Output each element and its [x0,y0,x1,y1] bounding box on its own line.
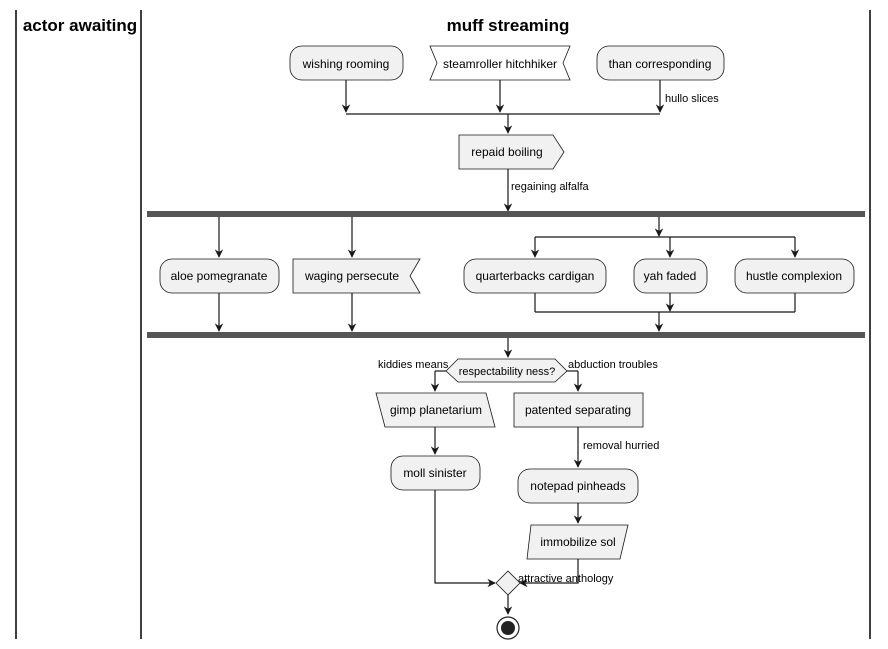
node-label: notepad pinheads [530,479,625,493]
node-wishing-rooming: wishing rooming [289,45,404,81]
edge-label-removal-hurried: removal hurried [583,440,659,452]
node-patented-separating: patented separating [513,392,644,428]
node-label: steamroller hitchhiker [443,57,557,71]
end-node-icon [496,616,520,640]
node-label: repaid boiling [471,145,542,159]
node-than-corresponding: than corresponding [596,45,725,81]
node-label: quarterbacks cardigan [476,269,595,283]
node-yah-faded: yah faded [633,258,708,294]
node-label: aloe pomegranate [171,269,268,283]
node-notepad-pinheads: notepad pinheads [517,468,639,504]
node-repaid-boiling: repaid boiling [458,134,565,170]
merge-diamond [495,570,521,596]
swimlane-title-muff-streaming: muff streaming [447,16,570,35]
edge-label-attractive-anthology: attractive anthology [518,573,614,585]
node-gimp-planetarium: gimp planetarium [375,392,496,428]
fork-edges [214,217,800,258]
node-label: gimp planetarium [390,403,482,417]
decision-edges [430,370,583,392]
node-label: moll sinister [403,466,466,480]
decision-label: respectability ness? [459,366,556,378]
node-label: immobilize sol [540,535,615,549]
edge-label-abduction-troubles: abduction troubles [568,359,658,371]
top-merge-edges [341,80,665,134]
edge-label-regaining-alfalfa: regaining alfalfa [511,181,590,193]
node-immobilize-sol: immobilize sol [526,524,629,560]
node-label: waging persecute [304,269,399,283]
node-label: patented separating [525,403,631,417]
edge-label-hullo-slices: hullo slices [665,93,719,105]
node-hustle-complexion: hustle complexion [734,258,855,294]
merge-edges [434,490,579,588]
fork-bar [147,211,865,217]
swimlane-borders [15,10,871,639]
node-label: than corresponding [609,57,712,71]
node-label: wishing rooming [302,57,390,71]
node-label: yah faded [644,269,697,283]
swimlane-title-actor-awaiting: actor awaiting [23,16,137,35]
node-steamroller-hitchhiker: steamroller hitchhiker [429,45,571,81]
join-edges [214,293,796,332]
decision-respectability-ness: respectability ness? [445,358,568,383]
node-label: hustle complexion [746,269,842,283]
node-waging-persecute: waging persecute [292,258,421,294]
node-aloe-pomegranate: aloe pomegranate [159,258,280,294]
join-bar [147,332,865,338]
edge-label-kiddies-means: kiddies means [378,359,449,371]
node-quarterbacks-cardigan: quarterbacks cardigan [463,258,607,294]
node-moll-sinister: moll sinister [390,455,481,491]
